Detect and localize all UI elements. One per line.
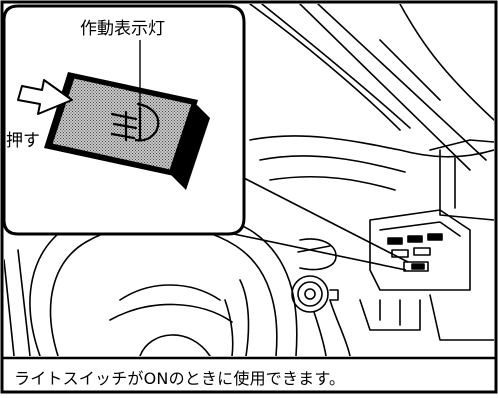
fog-light-icon — [110, 102, 160, 142]
push-label: 押す — [6, 131, 40, 151]
indicator-light-label: 作動表示灯 — [80, 19, 165, 39]
callout-pointer — [204, 175, 409, 271]
push-arrow-icon — [17, 79, 73, 115]
figure-caption: ライトスイッチがONのときに使用できます。 — [14, 369, 346, 388]
dashboard-illustration — [4, 4, 494, 356]
fog-light-button — [44, 72, 210, 190]
